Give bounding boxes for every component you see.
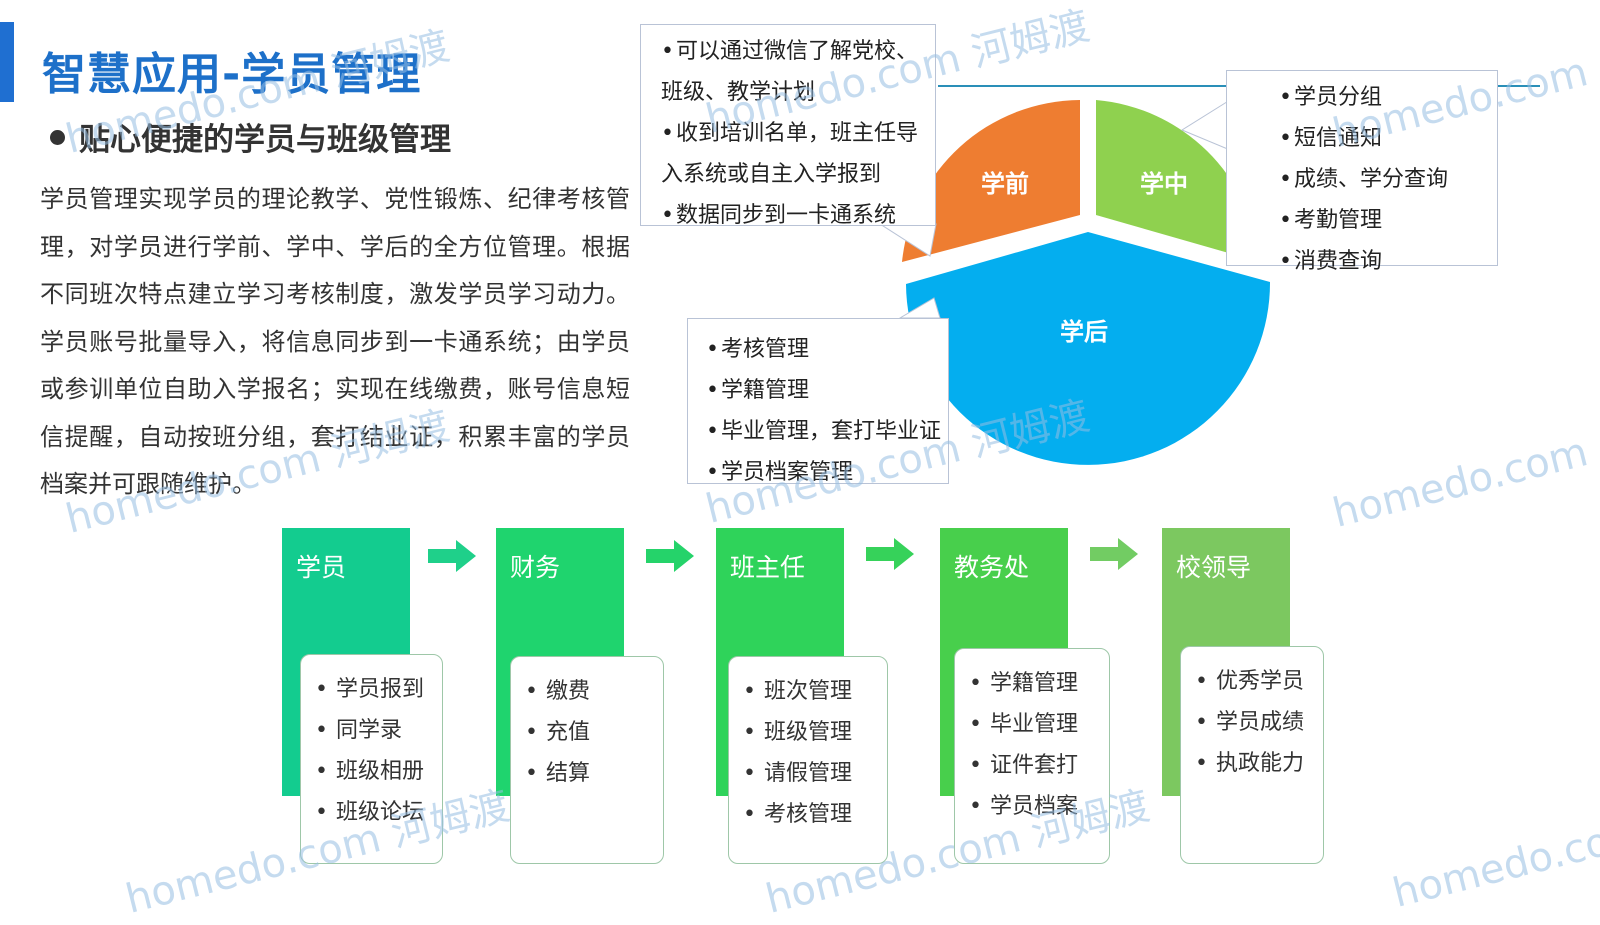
pie-label-pre: 学前 [981, 170, 1029, 198]
callout-post-item: 考核管理 [706, 329, 948, 370]
callout-post-tail [898, 297, 941, 319]
stage-item: 充值 [525, 712, 663, 753]
stage-item: 同学录 [315, 710, 442, 751]
stage-item: 学籍管理 [969, 663, 1109, 704]
stage-item: 执政能力 [1195, 743, 1323, 784]
stage-school-leaders-list: 优秀学员 学员成绩 执政能力 [1180, 646, 1324, 864]
stage-head-teacher-list: 班次管理 班级管理 请假管理 考核管理 [728, 656, 888, 864]
stage-item: 毕业管理 [969, 704, 1109, 745]
callout-mid-item: 学员分组 [1279, 77, 1497, 118]
stage-item: 学员档案 [969, 786, 1109, 827]
callout-mid-item: 消费查询 [1279, 241, 1497, 282]
description-paragraph: 学员管理实现学员的理论教学、党性锻炼、纪律考核管理，对学员进行学前、学中、学后的… [40, 185, 630, 498]
stage-item: 优秀学员 [1195, 661, 1323, 702]
page-subtitle: 贴心便捷的学员与班级管理 [50, 114, 451, 159]
stage-item: 班次管理 [743, 671, 887, 712]
stage-finance-list: 缴费 充值 结算 [510, 656, 664, 864]
arrow-right-icon [428, 540, 476, 572]
callout-post: 考核管理 学籍管理 毕业管理，套打毕业证 学员档案管理 [687, 318, 949, 485]
stage-item: 请假管理 [743, 753, 887, 794]
stage-title: 校领导 [1176, 553, 1252, 582]
stage-item: 考核管理 [743, 794, 887, 835]
arrow-right-icon [866, 538, 914, 570]
stage-item: 缴费 [525, 671, 663, 712]
callout-mid-item: 成绩、学分查询 [1279, 159, 1497, 200]
stage-title: 财务 [510, 553, 561, 582]
stage-item: 班级相册 [315, 751, 442, 792]
callout-mid-item: 考勤管理 [1279, 200, 1497, 241]
stage-academic-office-list: 学籍管理 毕业管理 证件套打 学员档案 [954, 648, 1110, 864]
stage-item: 学员成绩 [1195, 702, 1323, 743]
arrow-right-icon [646, 540, 694, 572]
callout-pre: 可以通过微信了解党校、班级、教学计划 收到培训名单，班主任导入系统或自主入学报到… [640, 24, 936, 228]
stage-item: 班级论坛 [315, 792, 442, 833]
callout-post-item: 学籍管理 [706, 370, 948, 411]
callout-pre-item: 可以通过微信了解党校、班级、教学计划 [661, 31, 935, 113]
callout-post-item: 毕业管理，套打毕业证 [706, 411, 948, 452]
callout-mid-tail [1180, 99, 1231, 151]
callout-mid-item: 短信通知 [1279, 118, 1497, 159]
pie-label-post: 学后 [1060, 318, 1108, 346]
page-title: 智慧应用-学员管理 [42, 49, 422, 100]
bullet-icon [50, 130, 65, 145]
pie-segment-post [906, 232, 1271, 465]
callout-pre-item: 数据同步到一卡通系统 [661, 195, 935, 236]
pie-label-mid: 学中 [1140, 170, 1188, 198]
callout-mid: 学员分组 短信通知 成绩、学分查询 考勤管理 消费查询 [1226, 70, 1498, 274]
stage-item: 证件套打 [969, 745, 1109, 786]
stage-item: 班级管理 [743, 712, 887, 753]
stage-title: 学员 [296, 553, 347, 582]
stage-item: 学员报到 [315, 669, 442, 710]
callout-post-item: 学员档案管理 [706, 452, 948, 493]
subtitle-text: 贴心便捷的学员与班级管理 [79, 122, 451, 158]
stage-title: 教务处 [954, 553, 1030, 582]
stage-item: 结算 [525, 753, 663, 794]
stage-title: 班主任 [730, 553, 806, 582]
watermark: homedo.com [1328, 429, 1593, 537]
callout-pre-item: 收到培训名单，班主任导入系统或自主入学报到 [661, 113, 935, 195]
watermark: homedo.com [1388, 809, 1600, 917]
stage-student-list: 学员报到 同学录 班级相册 班级论坛 [300, 654, 443, 864]
arrow-right-icon [1090, 538, 1138, 570]
title-accent-bar [0, 22, 14, 102]
